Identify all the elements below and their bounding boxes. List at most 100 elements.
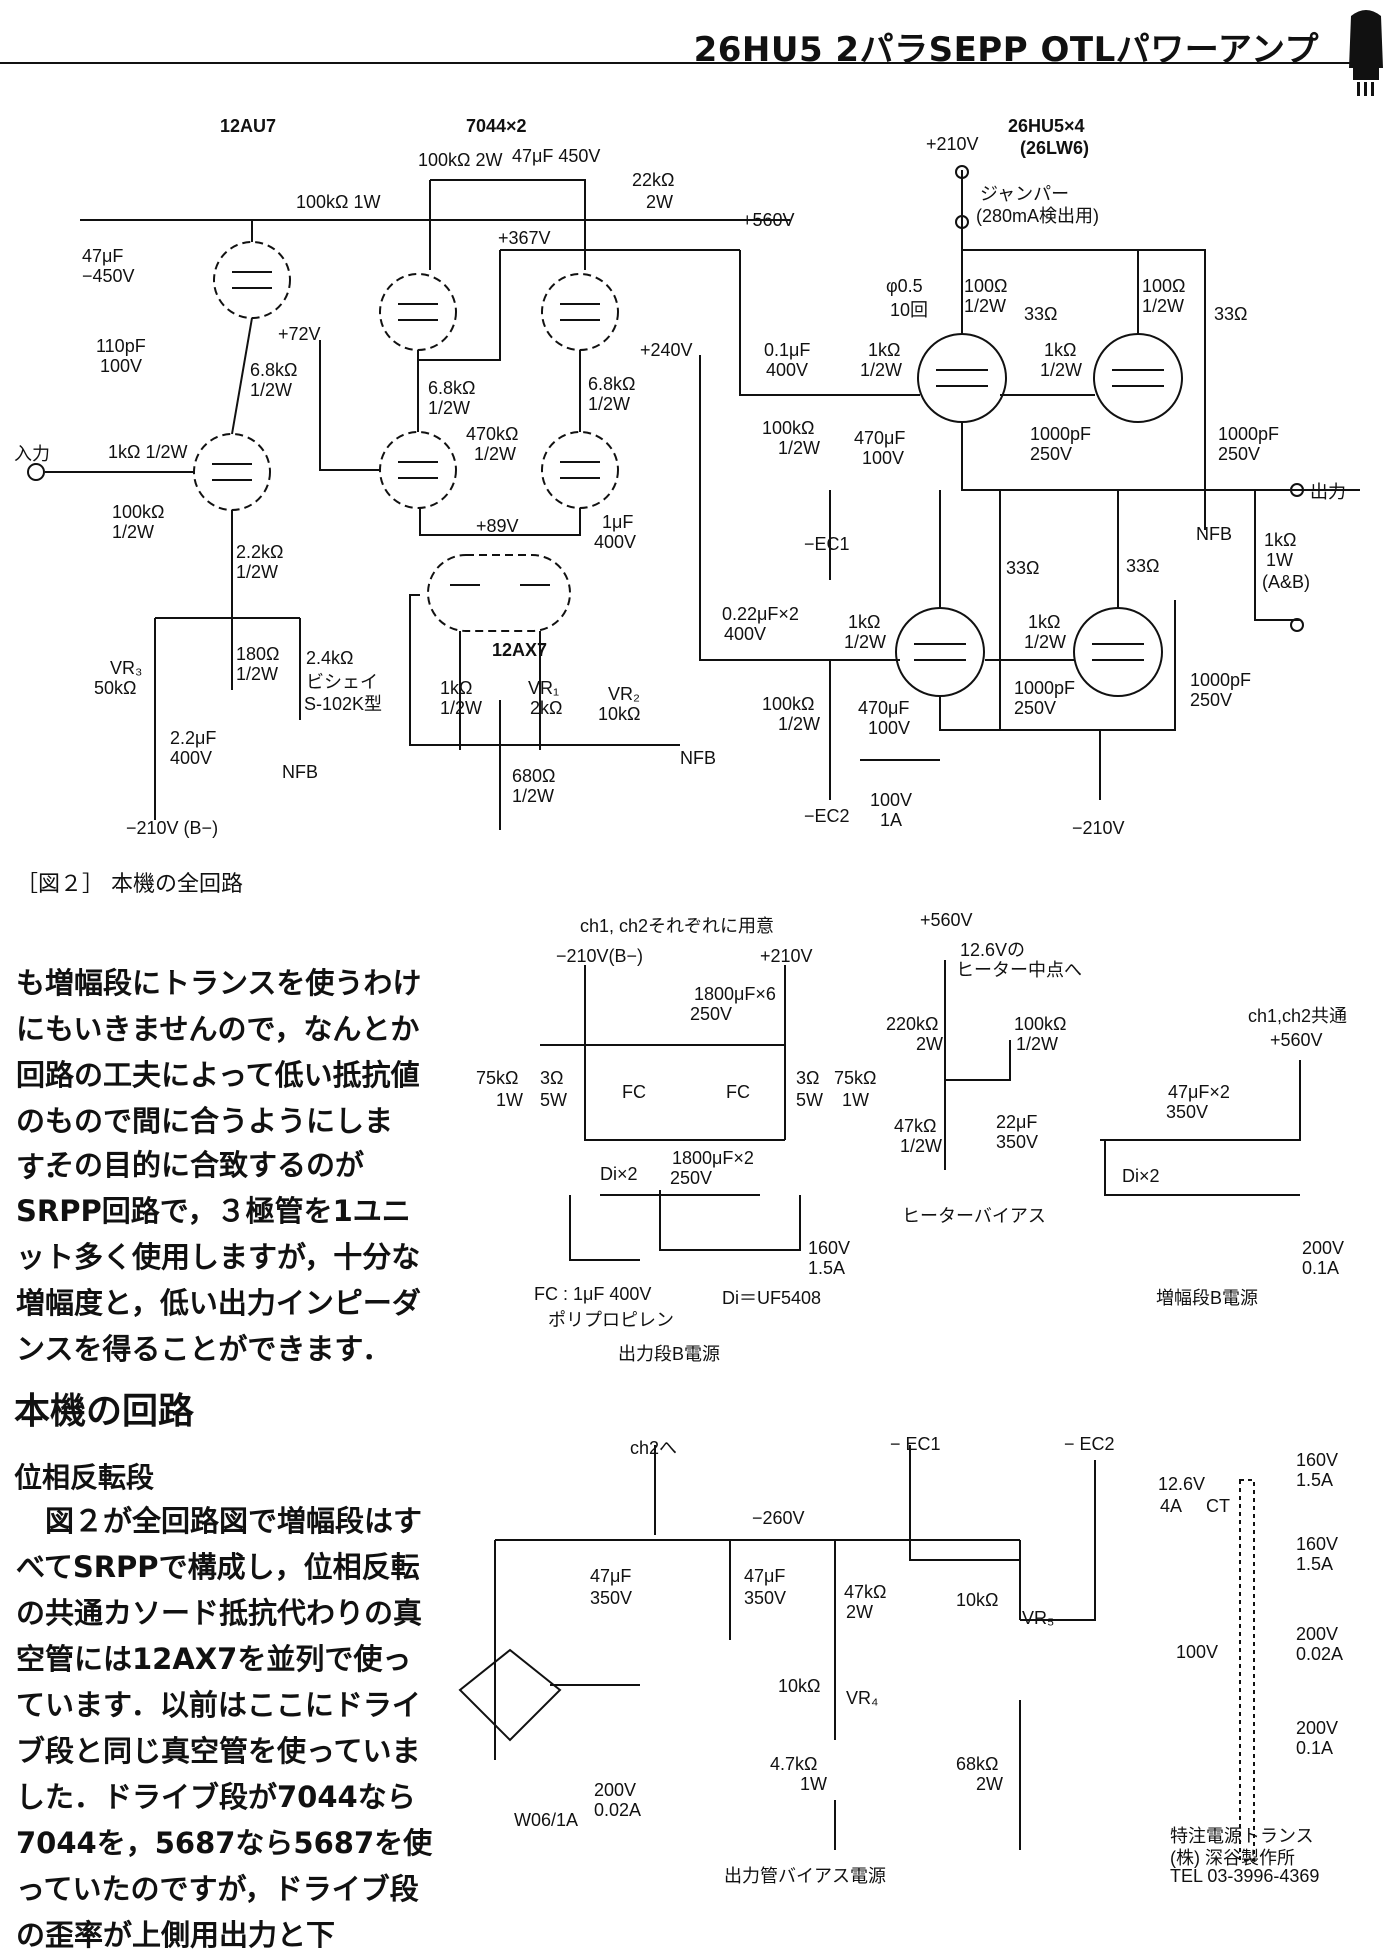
- label-r100k-g2-w: 1/2W: [778, 714, 821, 734]
- label-r68k-1: 6.8kΩ: [250, 360, 298, 380]
- bias-c47-2: 47μF: [744, 1566, 786, 1586]
- label-r100k-in: 100kΩ: [112, 502, 165, 522]
- psu-r75k-right-w: 1W: [842, 1090, 869, 1110]
- trans-v160-1: 160V: [1296, 1450, 1339, 1470]
- label-plus560: +560V: [742, 210, 795, 230]
- psu-p210: +210V: [760, 946, 813, 966]
- trans-v200-2: 200V: [1296, 1718, 1339, 1738]
- psu-out-b-title: 出力段B電源: [618, 1344, 721, 1364]
- label-minus210: −210V: [1072, 818, 1125, 838]
- label-r68k-3: 6.8kΩ: [588, 374, 636, 394]
- bias-c47-1-v: 350V: [590, 1588, 633, 1608]
- amp-a01: 0.1A: [1302, 1258, 1340, 1278]
- label-input: 入力: [14, 444, 50, 464]
- bias-r10k-vr5: 10kΩ: [956, 1590, 999, 1610]
- psu-dix2: Di×2: [600, 1164, 638, 1184]
- label-26hu5: 26HU5×4: [1008, 116, 1085, 136]
- label-r1k-12ax7-w: 1/2W: [440, 698, 483, 718]
- label-r100k2w: 100kΩ 2W: [418, 150, 503, 170]
- psu-fc-note: FC : 1μF 400V: [534, 1284, 652, 1304]
- label-r100-2-w: 1/2W: [1142, 296, 1185, 316]
- label-r22k-cath: 2.2kΩ: [236, 542, 284, 562]
- label-diode-v: 100V: [870, 790, 913, 810]
- label-v72: +72V: [278, 324, 321, 344]
- psu-pp: ポリプロピレン: [548, 1310, 674, 1330]
- label-r1k-out-ab: (A&B): [1262, 572, 1311, 592]
- label-phi05: φ0.5: [886, 276, 923, 296]
- bias-m260: −260V: [752, 1508, 805, 1528]
- psu-r3-left: 3Ω: [540, 1068, 564, 1088]
- label-r33-4: 33Ω: [1126, 556, 1160, 576]
- trans-a15-2: 1.5A: [1296, 1554, 1334, 1574]
- trans-a01: 0.1A: [1296, 1738, 1334, 1758]
- label-r1k-out-w: 1W: [1266, 550, 1293, 570]
- psu-r75k-right: 75kΩ: [834, 1068, 877, 1088]
- label-12ax7: 12AX7: [492, 640, 548, 660]
- tube-12au7-bottom: [193, 433, 271, 511]
- bias-ch2: ch2へ: [630, 1438, 678, 1458]
- label-r1k-g1a: 1kΩ: [868, 340, 901, 360]
- label-c022u-v: 400V: [724, 624, 767, 644]
- psu-fc-left: FC: [622, 1082, 646, 1102]
- label-c470u-1-v: 100V: [862, 448, 905, 468]
- label-r100k-in-w: 1/2W: [112, 522, 155, 542]
- label-output: 出力: [1310, 482, 1346, 502]
- heater-hct: ヒーター中点へ: [956, 960, 1082, 980]
- tube-26hu5-2: [1093, 333, 1183, 423]
- bias-w06: W06/1A: [514, 1810, 579, 1830]
- label-r100-2: 100Ω: [1142, 276, 1186, 296]
- label-26lw6: (26LW6): [1020, 138, 1090, 158]
- label-r1k-g2a-w: 1/2W: [844, 632, 887, 652]
- label-c22u-v: 400V: [170, 748, 213, 768]
- label-r680: 680Ω: [512, 766, 556, 786]
- psu-a15: 1.5A: [808, 1258, 846, 1278]
- label-vr3-value: 50kΩ: [94, 678, 137, 698]
- label-r24k: 2.4kΩ: [306, 648, 354, 668]
- bias-ec2: − EC2: [1064, 1434, 1115, 1454]
- article-subheading: 位相反転段: [14, 1461, 155, 1494]
- label-r33-2: 33Ω: [1214, 304, 1248, 324]
- trans-ct: CT: [1206, 1496, 1230, 1516]
- article-paragraph-2: その目的に合致するのがSRPP回路で，３極管を1ユニット多く使用しますが，十分な…: [16, 1148, 421, 1366]
- bias-r10k-vr4: 10kΩ: [778, 1676, 821, 1696]
- psu-each-label: ch1, ch2それぞれに用意: [580, 916, 775, 936]
- label-nfb-out: NFB: [1196, 524, 1232, 544]
- label-r100k-g1: 100kΩ: [762, 418, 815, 438]
- trans-v100: 100V: [1176, 1642, 1219, 1662]
- amp-p560: +560V: [1270, 1030, 1323, 1050]
- label-jumper-note: (280mA検出用): [976, 206, 1100, 226]
- label-r1k-g2b-w: 1/2W: [1024, 632, 1067, 652]
- bias-a002: 0.02A: [594, 1800, 642, 1820]
- label-vr3: VR₃: [110, 658, 143, 678]
- article-paragraph-1: も増幅段にトランスを使うわけにもいきませんので，なんとか回路の工夫によって低い抵…: [16, 966, 422, 1184]
- figure-caption: ［図２］ 本機の全回路: [16, 872, 243, 897]
- label-c1u-v: 400V: [594, 532, 637, 552]
- psu-r3-right-w: 5W: [796, 1090, 823, 1110]
- label-r180: 180Ω: [236, 644, 280, 664]
- label-vr2: VR₂: [608, 684, 640, 704]
- label-ec1: −EC1: [804, 534, 850, 554]
- label-r68k-3-w: 1/2W: [588, 394, 631, 414]
- bias-ec1: − EC1: [890, 1434, 941, 1454]
- label-r1k-out: 1kΩ: [1264, 530, 1297, 550]
- label-r1k-g2b: 1kΩ: [1028, 612, 1061, 632]
- psu-r75k-left: 75kΩ: [476, 1068, 519, 1088]
- psu-c1800x2-v: 250V: [670, 1168, 713, 1188]
- label-r22k-w: 2W: [646, 192, 673, 212]
- label-r22k: 22kΩ: [632, 170, 675, 190]
- label-c01u: 0.1μF: [764, 340, 811, 360]
- label-v240: +240V: [640, 340, 693, 360]
- bias-r47k-w: 2W: [846, 1602, 873, 1622]
- label-v367: +367V: [498, 228, 551, 248]
- trans-maker-2: (株) 深谷製作所: [1170, 1848, 1295, 1868]
- label-r33-3: 33Ω: [1006, 558, 1040, 578]
- label-r22k-cath-w: 1/2W: [236, 562, 279, 582]
- label-plus210: +210V: [926, 134, 979, 154]
- label-c1000p-2-v: 250V: [1218, 444, 1261, 464]
- trans-maker-1: 特注電源トランス: [1170, 1826, 1314, 1846]
- heater-r100k: 100kΩ: [1014, 1014, 1067, 1034]
- tube-26hu5-4: [1073, 607, 1163, 697]
- amp-v200: 200V: [1302, 1238, 1345, 1258]
- label-c1000p-3-v: 250V: [1014, 698, 1057, 718]
- trans-v160-2: 160V: [1296, 1534, 1339, 1554]
